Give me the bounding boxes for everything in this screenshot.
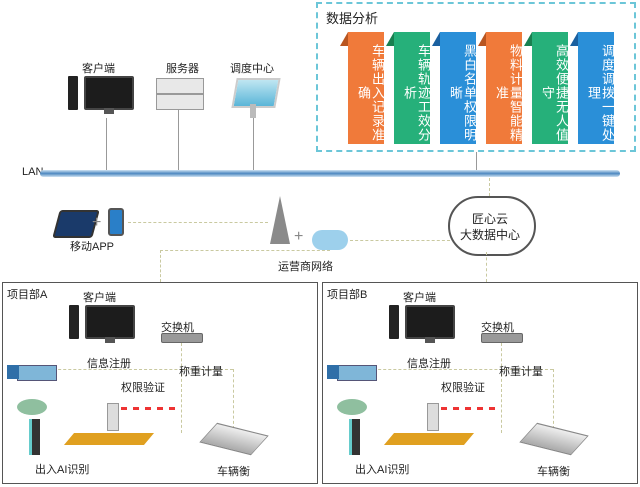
phone-icon [108, 208, 124, 236]
project-b-info-reg-label: 信息注册 [407, 358, 451, 370]
connector [106, 118, 107, 170]
project-b-weigh-label: 称重计量 [499, 366, 543, 378]
project-b-truck-cab-icon [327, 365, 339, 379]
carrier-label: 运营商网络 [278, 261, 333, 273]
server-icon-2 [156, 94, 204, 110]
ribbon-vehicle-record: 车辆出入记录准确 [340, 32, 385, 144]
link [350, 240, 450, 241]
mobile-app-label: 移动APP [70, 241, 115, 253]
client-tower-icon [68, 76, 78, 110]
ribbon-unattended: 高效便捷无人值守 [524, 32, 569, 144]
project-a-scale-label: 车辆衡 [217, 466, 250, 478]
connector [253, 118, 254, 170]
project-a-mixer-icon [17, 399, 47, 415]
project-a-barrier-icon [121, 407, 181, 410]
project-a-truck-cab-icon [7, 365, 19, 379]
project-b-auth-label: 权限验证 [441, 382, 485, 394]
link [128, 222, 268, 223]
ribbon-black-white-list: 黑白名单权限明晰 [432, 32, 477, 144]
cloud-name: 匠心云 [472, 212, 509, 226]
tower-icon [270, 196, 290, 244]
client-monitor-icon [84, 76, 134, 114]
project-b-scale-label: 车辆衡 [537, 466, 570, 478]
link [160, 250, 161, 282]
link [486, 252, 487, 282]
project-b-title: 项目部B [327, 289, 368, 301]
link [181, 343, 182, 433]
project-b-switch-icon [481, 333, 523, 343]
link [553, 369, 554, 429]
project-a-switch-icon [161, 333, 203, 343]
project-b-monitor-icon [405, 305, 455, 343]
data-analysis-panel: 数据分析 车辆出入记录准确 车辆轨迹工效分析 黑白名单权限明晰 物料计量智能精准… [316, 2, 636, 152]
project-a-tower-icon [69, 305, 79, 339]
connector [476, 152, 477, 170]
project-a-monitor-icon [85, 305, 135, 343]
project-a-booth-icon [107, 403, 119, 431]
connector [178, 110, 179, 170]
project-a-truck-icon [17, 365, 57, 381]
server-label: 服务器 [166, 63, 199, 75]
ribbon-material-metering: 物料计量智能精准 [478, 32, 523, 144]
project-a-auth-label: 权限验证 [121, 382, 165, 394]
dispatch-terminal-icon [231, 78, 281, 108]
lan-bus [40, 170, 620, 177]
project-b-switch-label: 交换机 [481, 322, 514, 334]
project-b-booth-icon [427, 403, 439, 431]
project-a-info-reg-label: 信息注册 [87, 358, 131, 370]
link [233, 369, 234, 429]
project-a-road-icon [29, 419, 40, 455]
analysis-title: 数据分析 [326, 11, 379, 26]
project-a-weigh-label: 称重计量 [179, 366, 223, 378]
project-b-tower-icon [389, 305, 399, 339]
link [363, 369, 553, 370]
dispatch-label: 调度中心 [230, 63, 274, 75]
project-a-scale-icon [199, 422, 269, 456]
plus-icon: + [294, 228, 304, 245]
dispatch-stand-icon [250, 104, 256, 118]
project-a-client-label: 客户端 [83, 292, 116, 304]
top-client-label: 客户端 [82, 63, 115, 75]
link [489, 178, 490, 196]
project-b-road-icon [349, 419, 360, 455]
project-b-barrier-icon [441, 407, 501, 410]
project-b-gate-icon [383, 433, 475, 445]
project-b-truck-icon [337, 365, 377, 381]
project-b-scale-icon [519, 422, 589, 456]
cloud-icon [312, 230, 348, 250]
link [501, 343, 502, 433]
project-a-title: 项目部A [7, 289, 48, 301]
cloud-datacenter-icon [448, 196, 536, 256]
link [43, 369, 233, 370]
lan-label: LAN [22, 166, 44, 178]
plus-icon: + [92, 214, 102, 231]
project-b-client-label: 客户端 [403, 292, 436, 304]
project-a-panel: 项目部A 客户端 交换机 信息注册 称重计量 权限验证 出入AI识别 车辆衡 [2, 282, 318, 484]
ribbon-dispatch: 调度调拨一键处理 [570, 32, 615, 144]
server-icon [156, 78, 204, 94]
project-b-panel: 项目部B 客户端 交换机 信息注册 称重计量 权限验证 出入AI识别 车辆衡 [322, 282, 638, 484]
cloud-subtitle: 大数据中心 [460, 228, 521, 242]
project-b-ai-label: 出入AI识别 [355, 464, 410, 476]
project-b-mixer-icon [337, 399, 367, 415]
project-a-switch-label: 交换机 [161, 322, 194, 334]
project-a-ai-label: 出入AI识别 [35, 464, 90, 476]
project-a-gate-icon [63, 433, 155, 445]
link [160, 250, 330, 251]
ribbon-track-analysis: 车辆轨迹工效分析 [386, 32, 431, 144]
